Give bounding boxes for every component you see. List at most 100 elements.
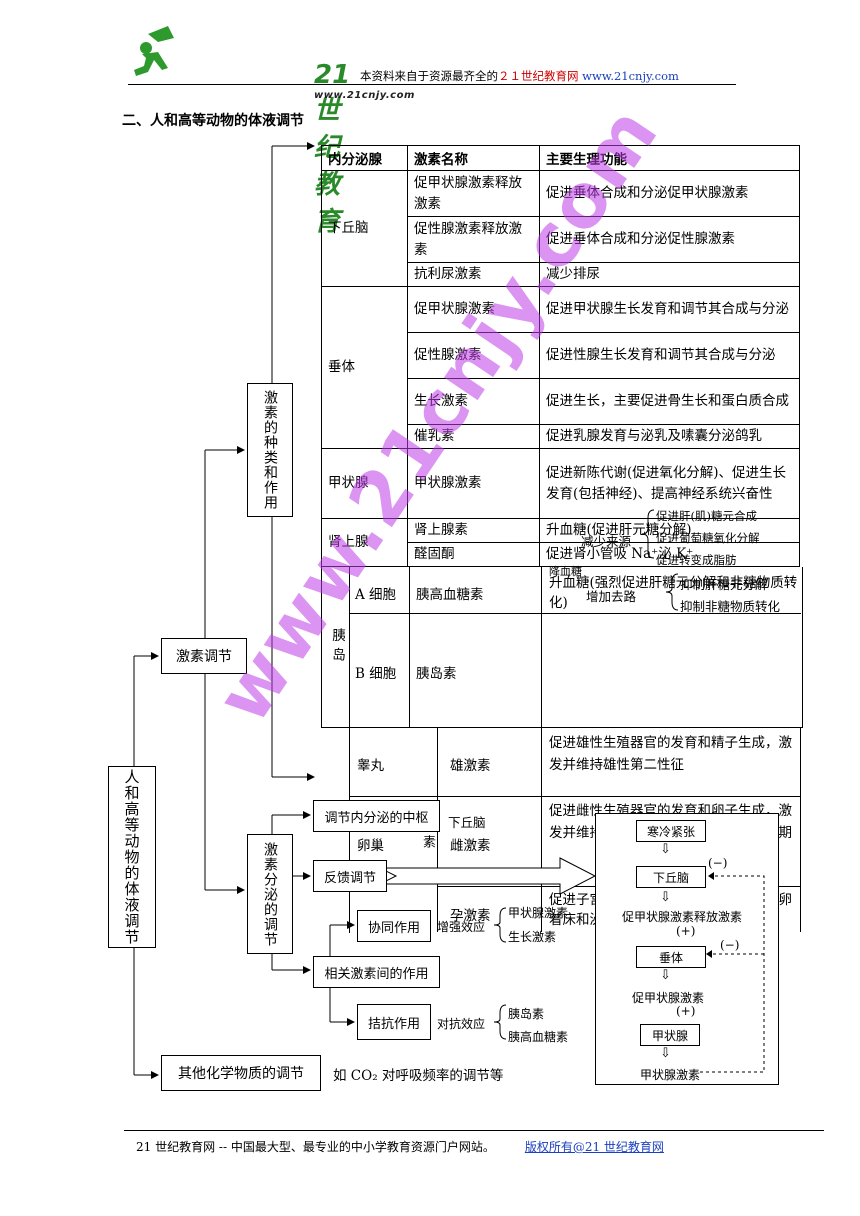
fn-ald: 促进肾小管吸 Na⁺泌 K⁺	[539, 542, 800, 567]
footer-divider	[124, 1130, 824, 1131]
logo-url: www.21cnjy.com	[314, 90, 415, 101]
hormone-gh: 生长激素	[407, 378, 540, 425]
center-hypothalamus: 下丘脑	[448, 815, 486, 830]
insulin-item: 促进葡萄糖氧化分解	[656, 531, 760, 545]
insulin-reduce-source: 减少来源	[581, 534, 632, 549]
fn-tsh: 促进甲状腺生长发育和调节其合成与分泌	[539, 286, 800, 333]
node-hormone-types: 激素的种类和作用	[247, 383, 293, 517]
insulin-item: 抑制肝糖元分解	[680, 577, 768, 592]
arrow-down-icon: ⇩	[660, 1046, 671, 1061]
insulin-item: 抑制非糖物质转化	[680, 599, 781, 614]
footer-copyright-link[interactable]: 版权所有@21 世纪教育网	[524, 1140, 664, 1154]
fn-prl: 促进乳腺发育与泌乳及嗉囊分泌鸽乳	[539, 424, 800, 449]
synergy-effect: 增强效应	[437, 920, 486, 934]
node-related-hormones: 相关激素间的作用	[313, 956, 440, 988]
footer: 21 世纪教育网 -- 中国最大型、最专业的中小学教育资源门户网站。 版权所有@2…	[136, 1138, 664, 1155]
table-row: 垂体 促甲状腺激素 促进甲状腺生长发育和调节其合成与分泌	[321, 286, 800, 449]
flow-minus-2: (−)	[720, 938, 740, 952]
gland-ovary: 卵巢	[357, 838, 384, 854]
fn-gh: 促进生长，主要促进骨生长和蛋白质合成	[539, 378, 800, 425]
node-antagonism: 拮抗作用	[357, 1004, 431, 1040]
node-hormone-regulation: 激素调节	[161, 638, 247, 674]
feedback-flow-diagram: 寒冷紧张 ⇩ 下丘脑 (−) ⇩ 促甲状腺激素释放激素 (+) 垂体 (−) ⇩…	[595, 813, 779, 1085]
gland-islet: 胰岛	[329, 628, 345, 667]
islet-b-cell: B 细胞	[355, 666, 397, 682]
insulin-item: 促进肝(肌)糖元合成	[656, 509, 757, 523]
source-prefix: 本资料来自于资源最齐全的	[360, 69, 498, 83]
hormone-glucagon: 胰高血糖素	[416, 587, 484, 603]
insulin-item: 促进转变成脂肪	[656, 553, 737, 567]
hormone-adr: 肾上腺素	[407, 518, 540, 543]
node-feedback: 反馈调节	[313, 860, 387, 892]
hormone-table: 内分泌腺 激素名称 主要生理功能 下丘脑 促甲状腺激素释放激素 促进垂体合成和分…	[321, 145, 800, 567]
flow-tsh: 促甲状腺激素	[632, 991, 705, 1005]
col-hormone: 激素名称	[407, 145, 540, 171]
table-row: 肾上腺 肾上腺素 升血糖(促进肝元糖分解)	[321, 518, 800, 567]
fn-gth: 促进性腺生长发育和调节其合成与分泌	[539, 332, 800, 379]
header-source: 本资料来自于资源最齐全的２１世纪教育网 www.21cnjy.com	[360, 68, 679, 84]
hormone-gnrh: 促性腺激素释放激素	[407, 216, 540, 263]
node-other-chemicals: 其他化学物质的调节	[161, 1055, 321, 1091]
header-divider	[128, 84, 736, 85]
section-title: 二、人和高等动物的体液调节	[122, 113, 304, 129]
flow-pituitary: 垂体	[636, 946, 706, 968]
gland-pituitary: 垂体	[321, 286, 408, 449]
flow-minus-1: (−)	[708, 856, 728, 870]
hormone-tsh: 促甲状腺激素	[407, 286, 540, 333]
synergy-item: 生长激素	[508, 930, 557, 944]
antagonism-item: 胰岛素	[508, 1007, 545, 1021]
table-row: 甲状腺 甲状腺激素 促进新陈代谢(促进氧化分解)、促进生长发育(包括神经)、提高…	[321, 448, 800, 519]
insulin-lower-glucose: 降血糖	[549, 565, 582, 578]
gland-testis: 睾丸	[357, 758, 384, 774]
arrow-down-icon: ⇩	[660, 968, 671, 983]
fn-androgen: 促进雄性生殖器官的发育和精子生成，激发并维持雄性第二性征	[549, 735, 792, 773]
fn-th: 促进新陈代谢(促进氧化分解)、促进生长发育(包括神经)、提高神经系统兴奋性	[539, 448, 800, 519]
fn-glucagon: 升血糖(强烈促进肝糖元分解和非糖物质转化)	[549, 575, 798, 611]
fn-adr: 升血糖(促进肝元糖分解)	[539, 518, 800, 543]
hormone-progesterone: 孕激素	[450, 908, 491, 924]
node-regulation-center: 调节内分泌的中枢	[313, 800, 440, 832]
runner-icon	[134, 26, 174, 76]
synergy-item: 甲状腺激素	[508, 906, 569, 920]
flow-feedback-lines	[700, 872, 765, 1073]
node-synergy: 协同作用	[357, 910, 431, 942]
hormone-ald: 醛固酮	[407, 542, 540, 567]
hormone-insulin: 胰岛素	[416, 666, 457, 682]
flow-trh: 促甲状腺激素释放激素	[622, 910, 743, 924]
flow-cold-stress: 寒冷紧张	[636, 820, 706, 842]
source-site[interactable]: ２１世纪教育网	[498, 69, 579, 83]
root-node: 人和高等动物的体液调节	[108, 766, 156, 948]
flow-thyroid: 甲状腺	[640, 1024, 700, 1046]
gland-hypothalamus: 下丘脑	[321, 170, 408, 287]
hormone-th: 甲状腺激素	[407, 448, 540, 519]
hormone-trh: 促甲状腺激素释放激素	[407, 170, 540, 217]
hormone-androgen: 雄激素	[450, 758, 491, 774]
table-row: 促性腺激素释放激素 促进垂体合成和分泌促性腺激素	[322, 216, 800, 263]
flow-hypothalamus: 下丘脑	[636, 866, 706, 888]
antagonism-item: 胰高血糖素	[508, 1030, 569, 1044]
hormone-estrogen: 雌激素	[450, 838, 491, 854]
antagonism-effect: 对抗效应	[437, 1017, 486, 1031]
flow-plus-1: (+)	[676, 924, 696, 938]
node-secretion-regulation: 激素分泌的调节	[247, 834, 293, 954]
hormone-gth: 促性腺激素	[407, 332, 540, 379]
col-function: 主要生理功能	[539, 145, 800, 171]
arrow-down-icon: ⇩	[660, 842, 671, 857]
arrow-down-icon: ⇩	[660, 890, 671, 905]
site-logo: 21世纪教育 www.21cnjy.com	[128, 24, 414, 237]
insulin-braces	[641, 509, 679, 611]
table-row: 抗利尿激素 减少排尿	[322, 262, 800, 287]
insulin-increase-sink: 增加去路	[586, 589, 637, 604]
flow-th: 甲状腺激素	[640, 1068, 701, 1082]
table-row: 下丘脑 促甲状腺激素释放激素 促进垂体合成和分泌促甲状腺激素	[321, 170, 800, 287]
other-chemicals-note: 如 CO₂ 对呼吸频率的调节等	[333, 1068, 504, 1084]
source-url[interactable]: www.21cnjy.com	[582, 69, 679, 83]
table-row: 催乳素 促进乳腺发育与泌乳及嗉囊分泌鸽乳	[322, 424, 800, 449]
footer-left: 21 世纪教育网 -- 中国最大型、最专业的中小学教育资源门户网站。	[136, 1140, 495, 1154]
islet-a-cell: A 细胞	[355, 587, 397, 603]
hormone-adh: 抗利尿激素	[407, 262, 540, 287]
table-row: 生长激素 促进生长，主要促进骨生长和蛋白质合成	[322, 378, 800, 425]
table-row: 醛固酮 促进肾小管吸 Na⁺泌 K⁺	[322, 542, 800, 567]
gland-thyroid: 甲状腺	[321, 448, 408, 519]
flow-plus-2: (+)	[676, 1004, 696, 1018]
